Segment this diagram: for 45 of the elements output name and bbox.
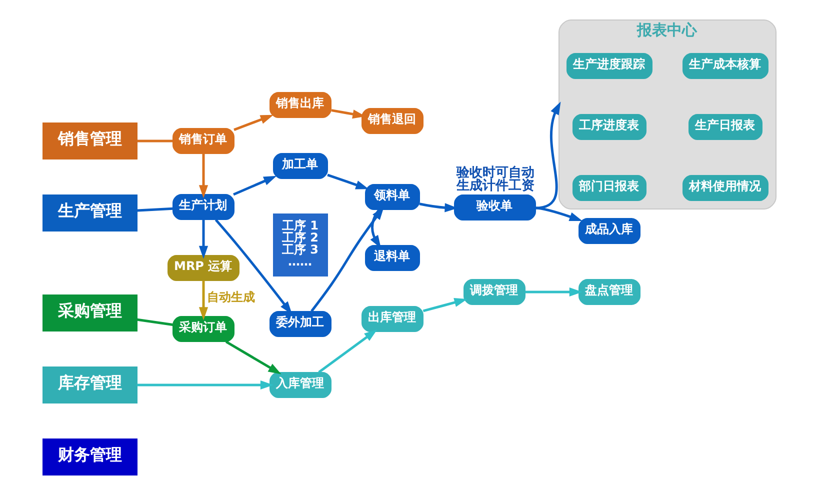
node-box: 成品入库 <box>578 218 640 244</box>
arrow <box>534 102 560 210</box>
node-box: 退料单 <box>364 245 420 271</box>
node-box: 盘点管理 <box>578 279 640 305</box>
node-box: 调拨管理 <box>463 279 525 305</box>
node-box: 部门日报表 <box>572 175 646 201</box>
arrow <box>224 340 281 374</box>
arrow <box>232 176 276 196</box>
node-box: 领料单 <box>364 184 420 210</box>
arrow <box>198 154 208 198</box>
node-box: 财务管理 <box>42 438 137 476</box>
node-box: 委外加工 <box>269 311 331 337</box>
arrow <box>422 298 467 312</box>
connector <box>136 140 172 142</box>
node-box: 加工单 <box>272 153 328 179</box>
edge-label: 自动生成 <box>206 290 254 304</box>
arrow <box>198 220 208 259</box>
node-box: 销售退回 <box>361 108 423 134</box>
node-label: 验收时可自动生成计件工资 <box>456 165 534 194</box>
arrow <box>326 174 368 190</box>
node-box: 采购订单 <box>172 316 234 342</box>
node-box: 生产日报表 <box>688 114 762 140</box>
arrow <box>233 114 274 131</box>
arrow <box>524 287 582 297</box>
node-box: 出库管理 <box>361 306 423 332</box>
node-box: 销售订单 <box>172 128 234 154</box>
node-box: 工序进度表 <box>572 114 646 140</box>
arrow <box>198 280 208 320</box>
connector <box>136 318 172 326</box>
node-box: 入库管理 <box>269 372 331 398</box>
node-box: 库存管理 <box>42 366 137 404</box>
node-box: 生产成本核算 <box>682 53 768 79</box>
node-box: 生产管理 <box>42 194 137 232</box>
node-box: 销售管理 <box>42 122 137 160</box>
arrow <box>534 206 582 222</box>
node-box: 销售出库 <box>269 92 331 118</box>
connector <box>136 207 172 212</box>
arrow <box>318 329 377 374</box>
node-box: 采购管理 <box>42 294 137 332</box>
arrow <box>136 380 273 390</box>
node-box: 生产计划 <box>172 194 234 220</box>
node-box: 材料使用情况 <box>682 175 768 201</box>
node-box: MRP 运算 <box>167 255 239 281</box>
node-box: 工序 1 工序 2 工序 3 …… <box>272 214 328 276</box>
node-box: 生产进度跟踪 <box>566 53 652 79</box>
